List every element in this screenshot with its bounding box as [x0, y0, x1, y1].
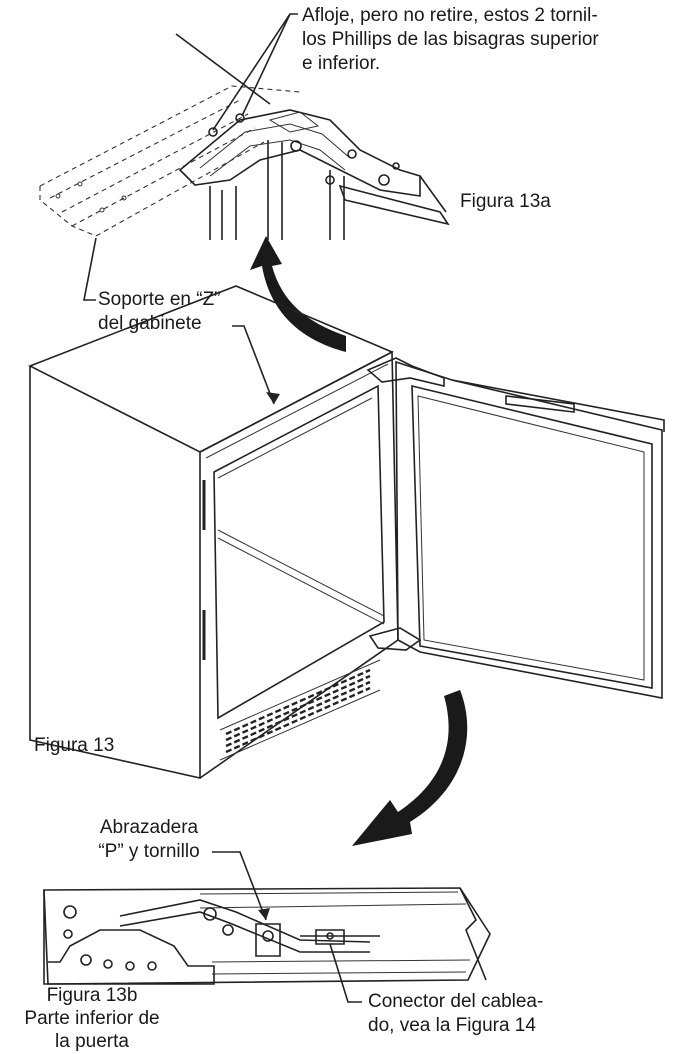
pclamp-callout-line2: “P” y tornillo — [98, 841, 200, 862]
figure-13a-label: Figura 13a — [460, 191, 551, 212]
screws-callout-line3: e inferior. — [302, 53, 381, 74]
rotate-up-arrow — [250, 236, 346, 352]
zbracket-callout-line2: del gabinete — [98, 313, 202, 334]
figure-13b-caption-line2: la puerta — [55, 1031, 129, 1052]
connector-callout-line1: Conector del cablea- — [368, 991, 544, 1012]
top-hinge-detail — [39, 13, 450, 240]
figure-13b-label: Figura 13b — [46, 985, 138, 1006]
zbracket-callout-line1: Soporte en “Z” — [98, 289, 221, 310]
connector-callout-line2: do, vea la Figura 14 — [368, 1015, 536, 1036]
zbracket-leader-arrowhead — [266, 392, 280, 404]
refrigerator-drawing — [28, 285, 665, 779]
zbracket-leader-bottom — [232, 325, 275, 405]
screws-callout-line1: Afloje, pero no retire, estos 2 tornil- — [302, 5, 598, 26]
figure-13-label: Figura 13 — [34, 735, 115, 756]
screws-callout-line2: los Phillips de las bisagras superior — [302, 29, 599, 50]
door-bottom-detail — [43, 851, 491, 1003]
rotate-down-arrow — [352, 690, 468, 846]
zbracket-leader-top — [83, 237, 97, 301]
figure-13b-caption-line1: Parte inferior de — [24, 1008, 160, 1029]
pclamp-callout-line1: Abrazadera — [99, 817, 199, 838]
